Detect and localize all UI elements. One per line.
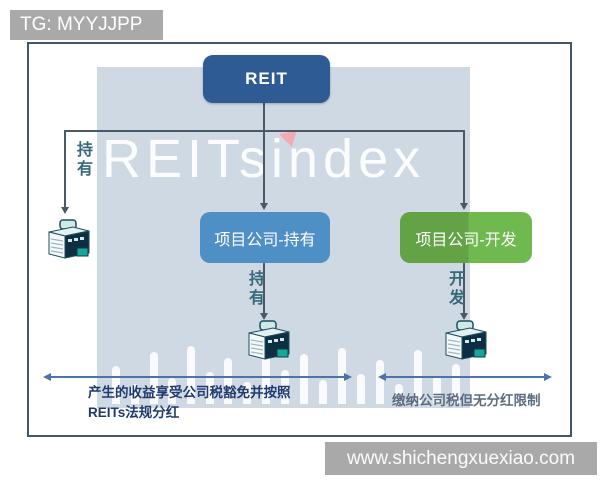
tg-watermark-badge: TG: MYYJJPP	[10, 10, 163, 40]
skyline-bar	[262, 344, 270, 404]
double-headed-arrow-icon	[43, 373, 352, 381]
skyline-bar	[357, 374, 365, 404]
skyline-bar	[224, 358, 232, 404]
connector-dev-to-building	[463, 263, 465, 314]
skyline-bar	[452, 364, 460, 404]
skyline-bar	[131, 384, 139, 404]
building-icon	[248, 320, 290, 360]
node-reit: REIT	[203, 55, 330, 103]
skyline-bar	[187, 346, 195, 404]
note-tax-exempt-line2: REITs法规分红	[88, 404, 180, 420]
connector-mid-drop	[263, 130, 265, 204]
arrow-down-icon	[260, 203, 268, 210]
note-tax-exempt-line1: 产生的收益享受公司税豁免并按照	[88, 385, 291, 400]
connector-left-drop	[64, 130, 66, 208]
edge-label-hold-middle: 持有	[246, 270, 263, 308]
skyline-bar	[243, 382, 251, 404]
brand-watermark: REITsindex	[102, 129, 426, 189]
double-headed-arrow-icon	[378, 373, 552, 381]
node-project-company-develop: 项目公司-开发	[400, 212, 532, 263]
skyline-bar	[395, 384, 403, 404]
skyline-bar	[168, 378, 176, 404]
skyline-bar	[206, 372, 214, 404]
skyline-bar	[319, 380, 327, 404]
website-watermark-bar: www.shichengxuexiao.com	[325, 442, 597, 475]
skyline-bar	[281, 370, 289, 404]
connector-hold-to-building	[263, 263, 265, 314]
note-pay-tax: 缴纳公司税但无分红限制	[392, 393, 541, 408]
connector-right-drop	[463, 130, 465, 204]
building-icon	[48, 219, 90, 259]
note-tax-exempt: 产生的收益享受公司税豁免并按照 REITs法规分红	[88, 383, 308, 422]
arrow-down-icon	[260, 313, 268, 320]
skyline-bar	[376, 360, 384, 404]
edge-label-hold-left: 持有	[74, 141, 91, 179]
building-icon	[445, 320, 487, 360]
skyline-bar	[150, 352, 158, 404]
skyline-bar	[300, 354, 308, 404]
skyline-bar	[112, 366, 120, 404]
node-project-company-hold: 项目公司-持有	[200, 212, 330, 263]
skyline-bar	[433, 376, 441, 404]
connector-reit-down	[263, 103, 265, 131]
arrow-down-icon	[61, 207, 69, 214]
arrow-down-icon	[460, 203, 468, 210]
arrow-down-icon	[460, 313, 468, 320]
edge-label-develop: 开发	[446, 270, 463, 308]
